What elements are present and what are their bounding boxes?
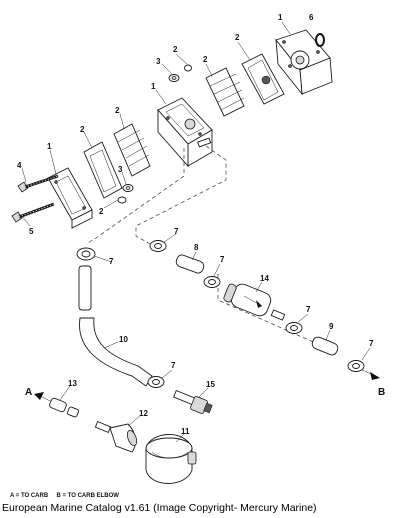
arrow-a-label: A [25, 387, 32, 398]
callout-15: 15 [206, 380, 215, 389]
gasket-part [241, 53, 285, 105]
hose-clamp-part [147, 376, 165, 388]
callout-1: 1 [278, 13, 283, 22]
fuel-filter-part [223, 283, 286, 321]
callout-3: 3 [156, 57, 161, 66]
fitting-12-part [94, 421, 138, 453]
callout-7: 7 [174, 227, 179, 236]
hose-clamp-part [76, 247, 96, 261]
image-caption: European Marine Catalog v1.61 (Image Cop… [2, 502, 317, 514]
callout-7: 7 [306, 305, 311, 314]
callout-4: 4 [17, 161, 22, 170]
callout-10: 10 [119, 335, 128, 344]
callout-3: 3 [118, 165, 123, 174]
callout-5: 5 [29, 227, 34, 236]
fuel-pump-body-part [157, 97, 213, 168]
callout-2: 2 [173, 45, 178, 54]
screw-part [11, 202, 55, 223]
end-cover-part [47, 167, 93, 229]
diaphragm-part [205, 67, 245, 117]
hose-clamp-part [203, 276, 221, 288]
check-valve-part [168, 64, 192, 82]
o-ring-part [315, 33, 325, 47]
short-hose-part [311, 336, 339, 356]
legend: A = TO CARB B = TO CARB ELBOW [10, 493, 119, 499]
callout-2: 2 [80, 125, 85, 134]
fuel-hose-part [78, 265, 92, 311]
callout-2: 2 [235, 33, 240, 42]
gasket-part [83, 141, 123, 199]
fitting-13-part [49, 397, 79, 418]
fuel-fitting-part [173, 389, 213, 414]
hose-clamp-part [149, 240, 167, 252]
callout-11: 11 [181, 427, 190, 436]
callout-12: 12 [139, 409, 148, 418]
callout-9: 9 [329, 322, 334, 331]
callout-7: 7 [369, 339, 374, 348]
callout-8: 8 [194, 243, 199, 252]
callout-1: 1 [47, 142, 52, 151]
arrow-b-label: B [378, 387, 385, 398]
routing-line [135, 145, 227, 245]
pump-cover-part [275, 29, 333, 96]
callout-13: 13 [68, 379, 77, 388]
callout-2: 2 [203, 55, 208, 64]
arrow-b [361, 369, 380, 380]
screw-part [17, 174, 59, 193]
hose-clamp-part [285, 322, 303, 334]
callout-7: 7 [171, 361, 176, 370]
callout-1: 1 [151, 82, 156, 91]
callout-14: 14 [260, 274, 269, 283]
fuel-connector-part [145, 434, 197, 484]
callout-2: 2 [99, 207, 104, 216]
hose-clamp-part [347, 360, 365, 372]
callout-7: 7 [109, 257, 114, 266]
callout-6: 6 [309, 13, 314, 22]
arrow-a [34, 392, 53, 403]
diaphragm-part [113, 123, 151, 177]
routing-line [85, 148, 185, 245]
short-hose-part [175, 254, 205, 274]
fuel-hose-part [79, 317, 153, 387]
callout-2: 2 [115, 106, 120, 115]
callout-7: 7 [220, 255, 225, 264]
